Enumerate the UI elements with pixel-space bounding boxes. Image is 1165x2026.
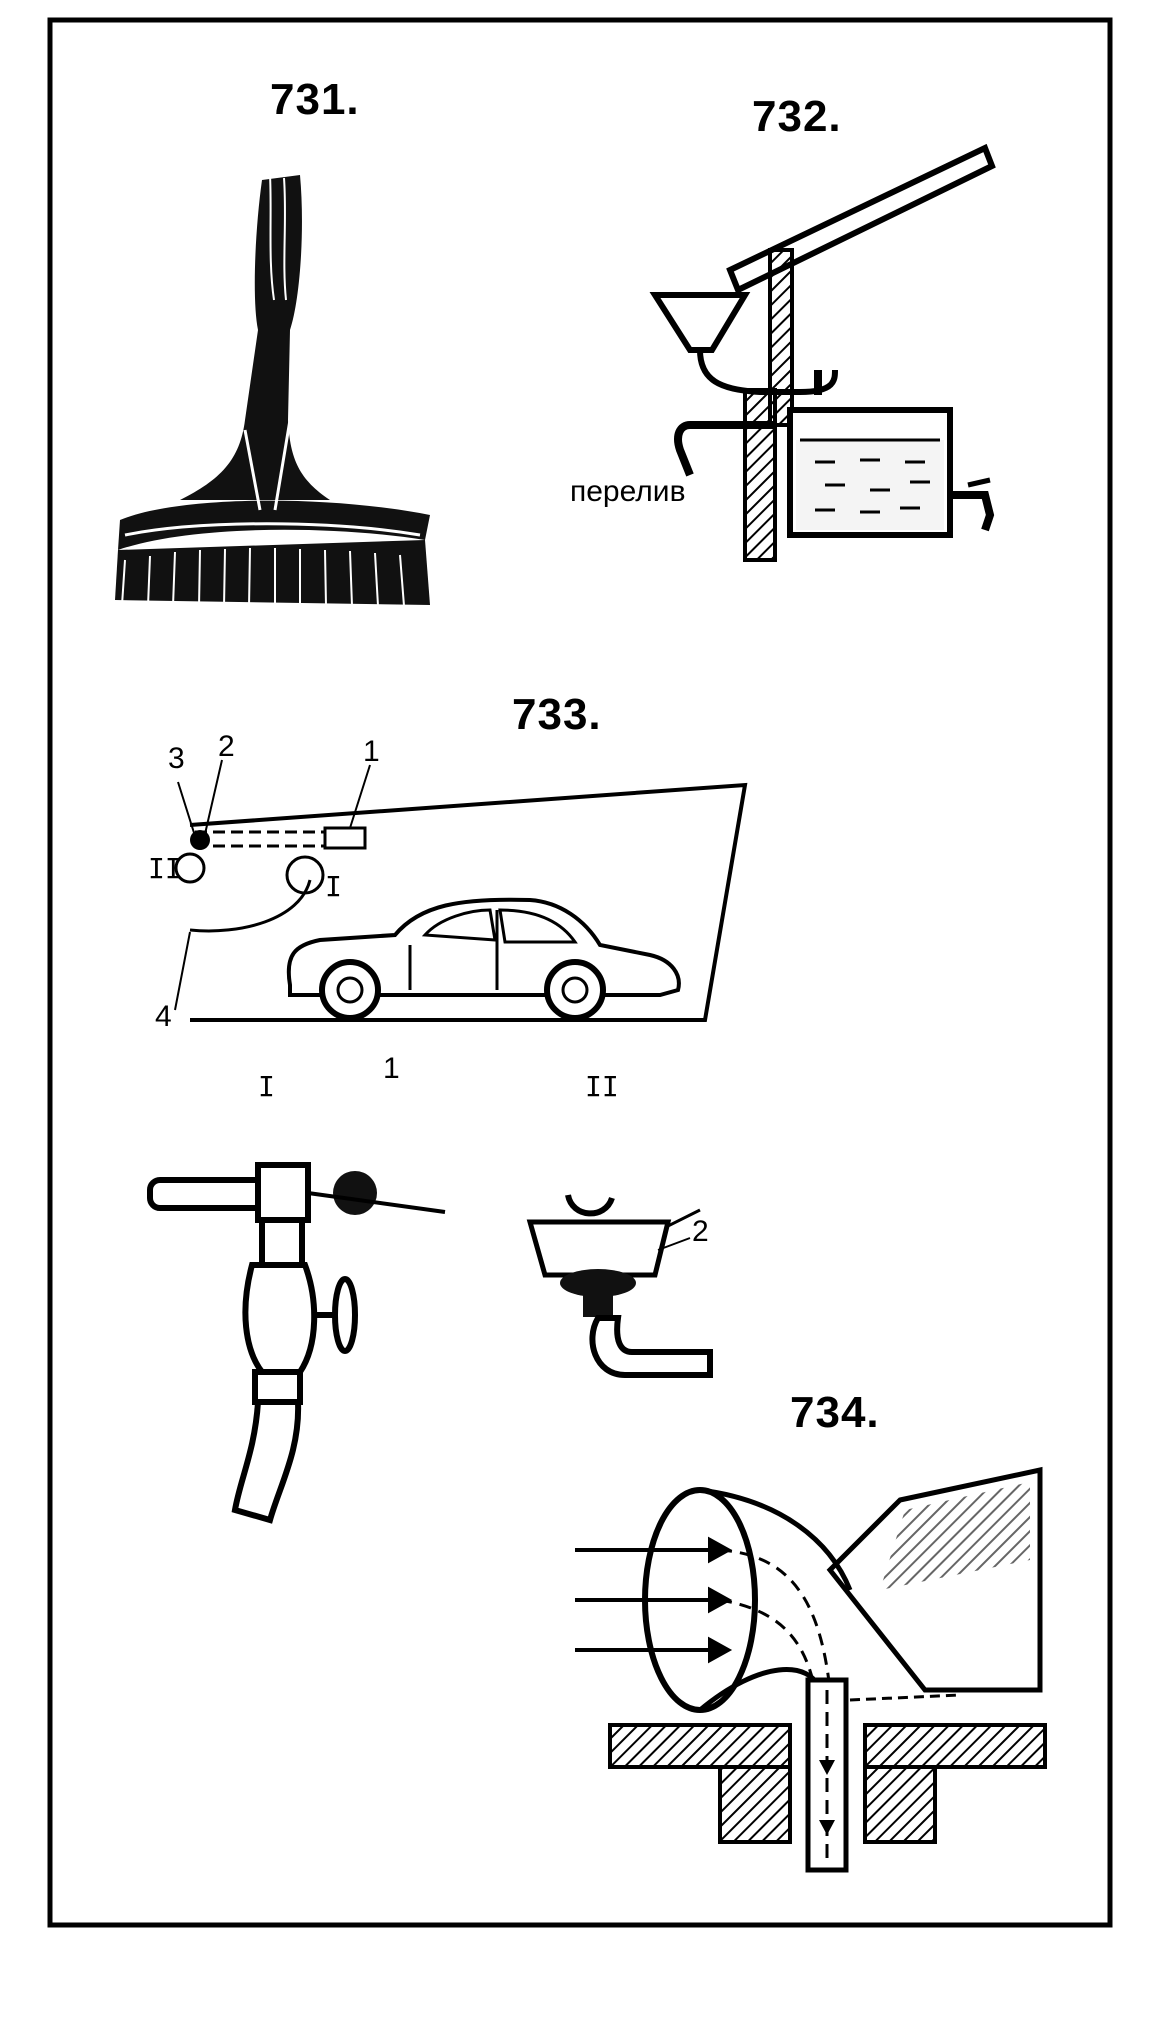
- callout-1: 1: [363, 735, 380, 768]
- figure-732-number: 732.: [752, 92, 842, 141]
- detail-i-callout-1: 1: [383, 1052, 400, 1085]
- detail-marker-ii: II: [148, 852, 182, 885]
- callout-3: 3: [168, 742, 185, 775]
- page-border: [47, 17, 1113, 1928]
- washbasin-tank-illustration: [649, 143, 996, 562]
- figure-734-number: 734.: [790, 1388, 880, 1437]
- callout-4: 4: [155, 1000, 172, 1033]
- detail-i-title: I: [258, 1070, 275, 1103]
- brush-illustration: [115, 174, 430, 608]
- overflow-label: перелив: [570, 475, 686, 508]
- car-icon: [286, 897, 681, 1021]
- figure-733-number: 733.: [512, 690, 602, 739]
- funnel-flow-diagram: [575, 1466, 1047, 1873]
- detail-ii-callout-2: 2: [692, 1215, 709, 1248]
- detail-i-valve: [147, 1162, 446, 1524]
- car-wash-diagram: [174, 759, 748, 1022]
- detail-ii-nozzle: [526, 1194, 713, 1378]
- detail-marker-i: I: [325, 870, 342, 903]
- callout-2: 2: [218, 730, 235, 763]
- figure-731-number: 731.: [270, 75, 360, 124]
- detail-ii-title: II: [585, 1070, 619, 1103]
